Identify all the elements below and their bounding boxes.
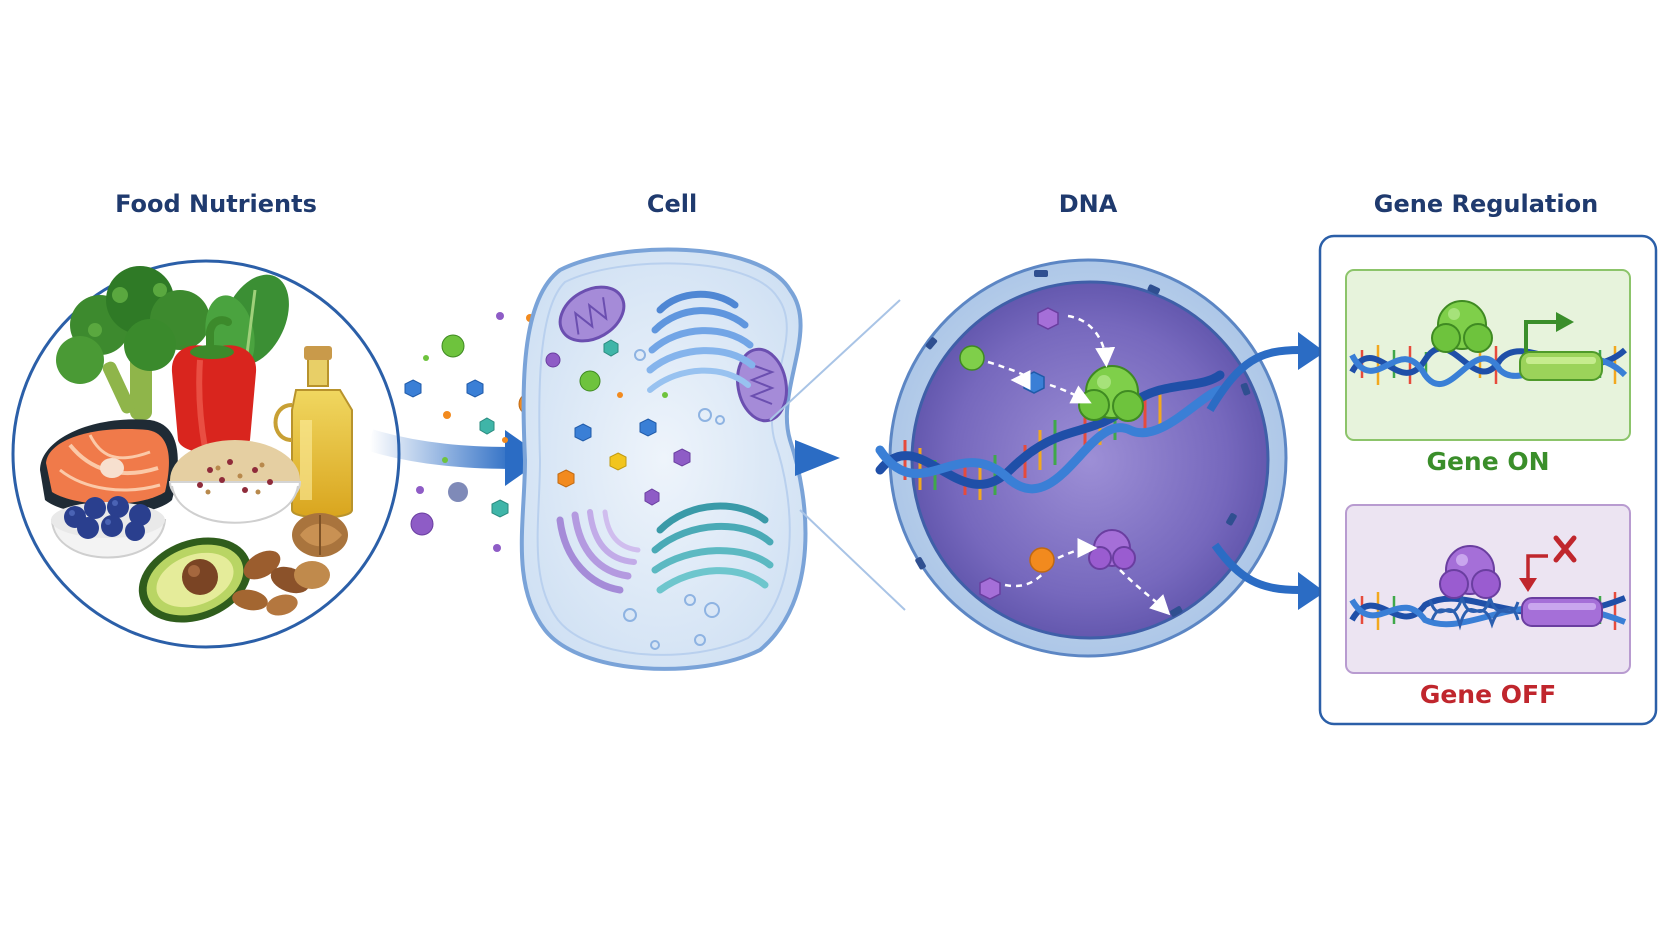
nut-pile-icon bbox=[232, 513, 348, 616]
broccoli-icon bbox=[56, 266, 210, 420]
activator-protein-icon bbox=[1431, 300, 1493, 353]
olive-oil-bottle-icon bbox=[273, 346, 353, 519]
endoplasmic-reticulum-icon bbox=[556, 509, 641, 594]
gene-arrow-icon bbox=[1519, 554, 1548, 592]
cross-icon bbox=[1553, 535, 1577, 563]
flow-arrow-cell-to-dna bbox=[700, 440, 840, 476]
gene-on-label: Gene ON bbox=[1426, 447, 1549, 476]
blueberry-bowl-icon bbox=[50, 496, 167, 559]
nucleus-panel bbox=[875, 258, 1288, 658]
salmon-icon bbox=[40, 419, 178, 515]
repressor-protein-icon bbox=[1439, 545, 1501, 599]
gene-off-box bbox=[1345, 504, 1631, 674]
bell-pepper-icon bbox=[171, 316, 257, 454]
golgi-icon bbox=[646, 290, 756, 393]
heading-food-nutrients: Food Nutrients bbox=[115, 190, 317, 218]
flow-arrow-dna-to-gene-on bbox=[1206, 332, 1325, 413]
gene-off-label: Gene OFF bbox=[1420, 680, 1556, 709]
gene-on-box bbox=[1345, 269, 1631, 441]
heading-gene-regulation: Gene Regulation bbox=[1374, 190, 1598, 218]
flow-arrow-dna-to-gene-off bbox=[1211, 542, 1325, 610]
cell-panel bbox=[519, 247, 808, 671]
quinoa-bowl-icon bbox=[168, 440, 302, 524]
gene-block-icon bbox=[1519, 351, 1603, 381]
heading-dna: DNA bbox=[1059, 190, 1118, 218]
food-panel bbox=[11, 259, 401, 649]
golgi-icon bbox=[651, 502, 774, 594]
nutrient-molecules bbox=[404, 312, 557, 552]
gene-regulation-panel: Gene ON bbox=[1318, 234, 1658, 726]
heading-cell: Cell bbox=[647, 190, 697, 218]
gene-arrow-icon bbox=[1524, 312, 1574, 352]
gene-block-icon bbox=[1521, 597, 1603, 627]
avocado-icon bbox=[138, 537, 252, 623]
mitochondrion-icon bbox=[558, 285, 626, 343]
repressor-protein-icon bbox=[1088, 529, 1136, 570]
